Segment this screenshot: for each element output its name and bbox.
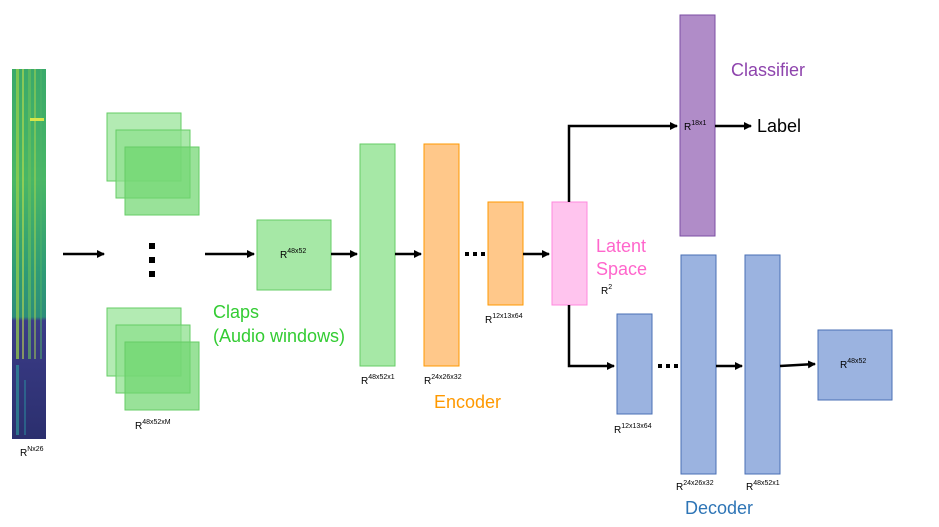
decoder-ellipsis <box>658 364 678 368</box>
encoder-ellipsis <box>465 252 485 256</box>
claps-stack-dim: R48x52xM <box>135 419 171 432</box>
decoder-title: Decoder <box>685 498 753 518</box>
arrow-dec3-to-output <box>779 360 816 369</box>
output-block <box>817 329 893 401</box>
decoder-layer-2 <box>680 254 717 475</box>
latent-title-line2: Space <box>596 259 647 279</box>
encoder-layer-1-dim: R48x52x1 <box>361 374 395 387</box>
classifier-title: Classifier <box>731 60 805 80</box>
arrow-latent-to-classifier <box>567 122 678 202</box>
spectrogram <box>12 69 46 439</box>
claps-stack-bottom <box>106 307 200 411</box>
claps-title-line2: (Audio windows) <box>213 326 345 346</box>
classifier-block <box>679 14 716 237</box>
input-dim: R48x52 <box>280 248 306 261</box>
encoder-layer-3 <box>487 201 524 306</box>
input-block <box>256 219 332 291</box>
encoder-layer-1 <box>359 143 396 367</box>
claps-vertical-ellipsis <box>149 243 155 277</box>
latent-dim: R2 <box>601 284 612 297</box>
encoder-title: Encoder <box>434 392 501 412</box>
decoder-layer-1-dim: R12x13x64 <box>614 423 652 436</box>
latent-space-block <box>551 201 588 306</box>
decoder-layer-3-dim: R48x52x1 <box>746 480 780 493</box>
decoder-layer-3 <box>744 254 781 475</box>
latent-title-line1: Latent <box>596 236 646 256</box>
encoder-layer-2 <box>423 143 460 367</box>
decoder-layer-2-dim: R24x26x32 <box>676 480 714 493</box>
label-output: Label <box>757 116 801 136</box>
encoder-layer-2-dim: R24x26x32 <box>424 374 462 387</box>
classifier-dim: R18x1 <box>684 120 707 133</box>
claps-title-line1: Claps <box>213 302 259 322</box>
encoder-layer-3-dim: R12x13x64 <box>485 313 523 326</box>
arrow-latent-to-decoder <box>567 305 615 370</box>
spectrogram-dim: RNx26 <box>20 446 44 459</box>
output-dim: R48x52 <box>840 358 866 371</box>
decoder-layer-1 <box>616 313 653 415</box>
claps-stack-top <box>106 112 200 216</box>
